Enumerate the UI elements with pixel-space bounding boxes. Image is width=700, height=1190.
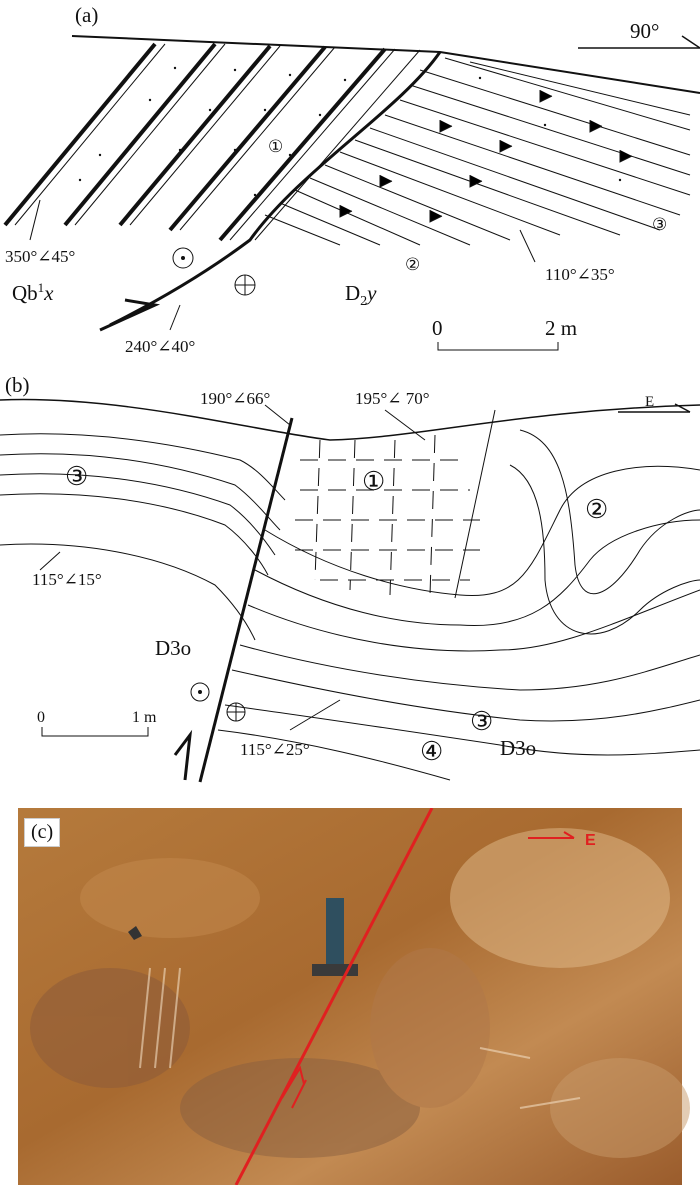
panel-label: (c) bbox=[24, 818, 61, 847]
attitude-1: 190°∠66° bbox=[200, 389, 270, 408]
right-block-beds bbox=[264, 57, 691, 246]
scale-start: 0 bbox=[432, 316, 443, 340]
attitude-4: 115°∠25° bbox=[240, 740, 310, 759]
outcrop-photo bbox=[18, 807, 690, 1186]
fractured-zone bbox=[295, 434, 480, 596]
right-dots bbox=[478, 76, 622, 182]
bedding-thick bbox=[3, 42, 387, 242]
panel-a: 90° (a) 350°∠45° 240°∠40° 110°∠35° Qb1x … bbox=[0, 0, 700, 370]
attitude-2: 195°∠ 70° bbox=[355, 389, 430, 408]
fold-2 bbox=[519, 429, 700, 595]
attitude-3: 115°∠15° bbox=[32, 570, 102, 589]
direction-label: E bbox=[645, 394, 654, 410]
bedding-thin bbox=[14, 43, 421, 241]
zone-2: ② bbox=[585, 495, 608, 524]
out-of-page-symbol bbox=[172, 247, 194, 269]
ground-surface bbox=[0, 398, 700, 441]
fault-line bbox=[234, 807, 434, 1186]
attitude-3: 110°∠35° bbox=[545, 265, 615, 284]
attitude-1: 350°∠45° bbox=[5, 247, 75, 266]
fault-trace bbox=[198, 417, 294, 783]
fault-motion-arrow bbox=[281, 1065, 305, 1099]
rock-texture bbox=[30, 828, 690, 1158]
panel-label: (a) bbox=[75, 3, 98, 27]
scale-bar bbox=[437, 342, 559, 351]
ground-surface bbox=[71, 35, 700, 94]
panel-b: (b) E 190°∠66° bbox=[0, 370, 700, 800]
scale-bar bbox=[41, 727, 149, 737]
scale-end: 2 m bbox=[545, 316, 577, 340]
zone-3-left: ③ bbox=[65, 462, 88, 491]
zone-3: ③ bbox=[652, 215, 667, 234]
unit-left: Qb1x bbox=[12, 280, 54, 305]
shear-arrow bbox=[173, 729, 193, 781]
bed-dots bbox=[78, 66, 347, 197]
out-of-page-symbol bbox=[190, 682, 210, 702]
hammer-handle bbox=[326, 898, 344, 968]
scale-start: 0 bbox=[37, 709, 45, 726]
unit-right: D2y bbox=[345, 281, 377, 309]
unit-1: D3o bbox=[155, 636, 191, 660]
right-beds bbox=[217, 465, 700, 781]
left-beds bbox=[0, 433, 286, 641]
direction-label: 90° bbox=[630, 19, 659, 43]
zone-4: ④ bbox=[420, 737, 443, 766]
panel-a-diagram: 90° (a) 350°∠45° 240°∠40° 110°∠35° Qb1x … bbox=[3, 3, 700, 356]
small-tool bbox=[128, 926, 142, 940]
scale-end: 1 m bbox=[132, 709, 157, 726]
fault-trace bbox=[109, 51, 442, 327]
cleavage-marks bbox=[339, 90, 633, 223]
attitude-2: 240°∠40° bbox=[125, 337, 195, 356]
panel-label: (b) bbox=[5, 373, 30, 397]
panel-b-diagram: (b) E 190°∠66° bbox=[0, 373, 700, 783]
zone-3-right: ③ bbox=[470, 707, 493, 736]
direction-label: E bbox=[585, 832, 596, 849]
zone-1: ① bbox=[268, 137, 283, 156]
zone-1: ① bbox=[362, 467, 385, 496]
panel-c-photo: (c) E bbox=[0, 807, 700, 1186]
zone-2: ② bbox=[405, 255, 420, 274]
unit-2: D3o bbox=[500, 736, 536, 760]
shear-arrow bbox=[99, 298, 161, 332]
